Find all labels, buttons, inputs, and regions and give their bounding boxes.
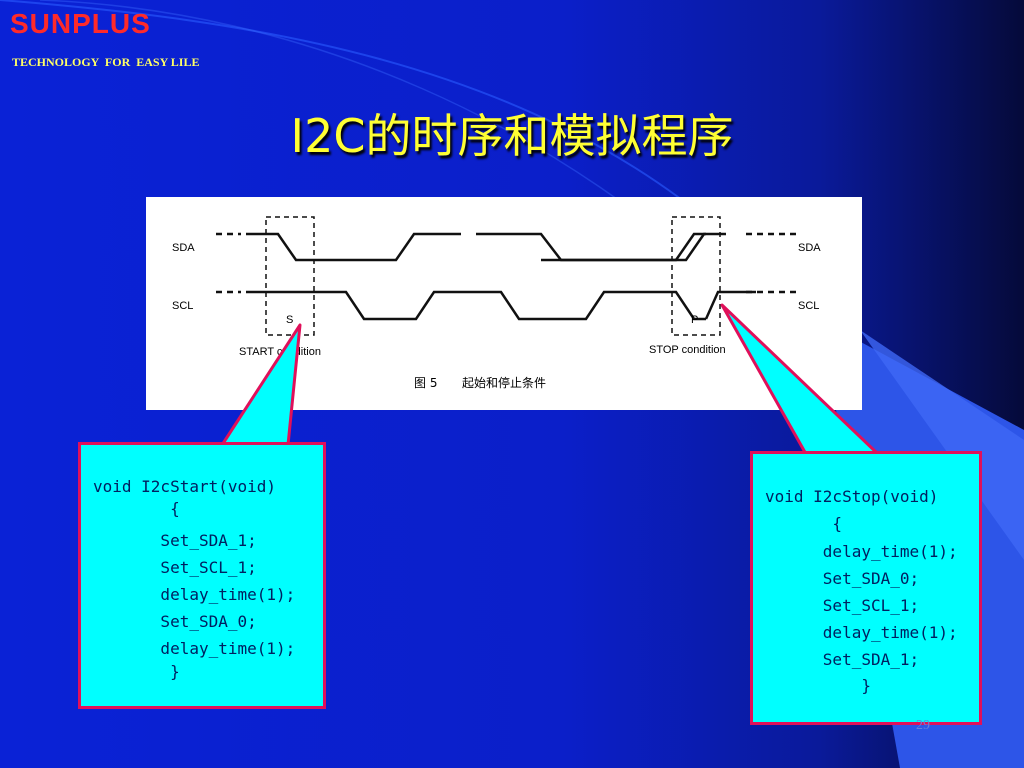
start-condition-label: START condition: [239, 346, 321, 358]
i2c-stop-code-box: void I2cStop(void) { delay_time(1); Set_…: [750, 451, 982, 725]
code-line: void I2cStart(void): [93, 477, 277, 496]
code-line: {: [765, 514, 843, 533]
sda-label-left: SDA: [172, 242, 195, 254]
sda-waveform-stop: [541, 232, 796, 262]
brand-logo: SUNPLUS: [10, 8, 151, 39]
page-number: 29: [916, 718, 930, 733]
code-line: Set_SDA_1;: [765, 650, 920, 669]
code-line: Set_SDA_0;: [765, 569, 920, 588]
code-line: delay_time(1);: [765, 542, 958, 561]
code-line: void I2cStop(void): [765, 487, 939, 506]
code-line: Set_SDA_0;: [93, 612, 257, 631]
caption-number: 图 5: [414, 376, 437, 390]
timing-diagram-svg: SDA SCL SDA SCL S P START condition STOP…: [172, 216, 821, 390]
code-line: }: [765, 676, 871, 695]
i2c-start-code-box: void I2cStart(void) { Set_SDA_1; Set_SCL…: [78, 442, 326, 709]
stop-marker: P: [691, 314, 698, 326]
code-line: }: [93, 662, 180, 681]
code-line: {: [93, 499, 180, 518]
stop-condition-label: STOP condition: [649, 344, 726, 356]
code-line: delay_time(1);: [93, 585, 296, 604]
sda-label-right: SDA: [798, 242, 821, 254]
sda-waveform: [216, 232, 726, 262]
start-marker: S: [286, 314, 293, 326]
scl-label-right: SCL: [798, 300, 819, 312]
stop-condition-box: [671, 216, 721, 336]
code-line: Set_SCL_1;: [765, 596, 920, 615]
slide-title: I2C的时序和模拟程序: [290, 109, 734, 163]
code-line: Set_SCL_1;: [93, 558, 257, 577]
scl-label-left: SCL: [172, 300, 193, 312]
code-line: Set_SDA_1;: [93, 531, 257, 550]
code-line: delay_time(1);: [93, 639, 296, 658]
scl-waveform: [216, 290, 796, 321]
caption-text: 起始和停止条件: [462, 375, 546, 390]
brand-tagline: TECHNOLOGY FOR EASY LILE: [12, 55, 200, 69]
timing-diagram: SDA SCL SDA SCL S P START condition STOP…: [146, 197, 862, 410]
code-line: delay_time(1);: [765, 623, 958, 642]
